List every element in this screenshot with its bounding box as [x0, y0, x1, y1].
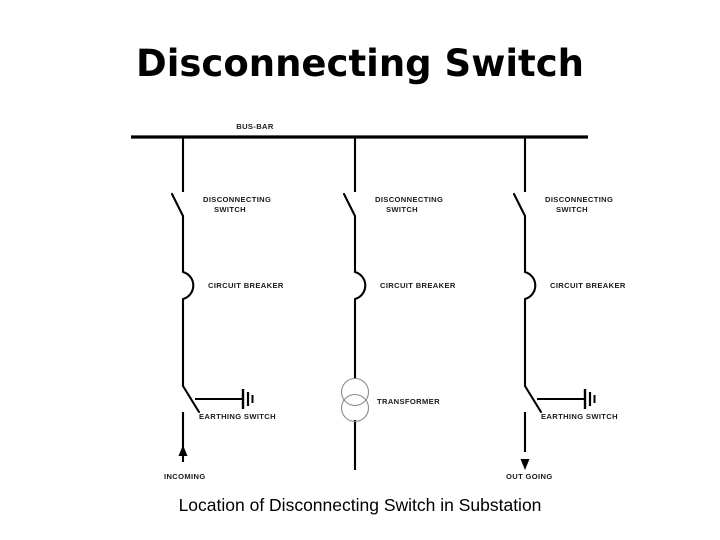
- busbar-group: BUS-BAR: [131, 122, 588, 139]
- branch-incoming: DISCONNECTING SWITCH CIRCUIT BREAKER EAR…: [164, 137, 284, 481]
- branch-transformer-feeder: DISCONNECTING SWITCH CIRCUIT BREAKER TRA…: [340, 137, 456, 470]
- earthing-switch-label: EARTHING SWITCH: [199, 412, 276, 421]
- outgoing-label: OUT GOING: [506, 472, 553, 481]
- circuit-breaker-arc: [181, 270, 195, 301]
- earthing-switch-label: EARTHING SWITCH: [541, 412, 618, 421]
- circuit-breaker-label: CIRCUIT BREAKER: [380, 281, 456, 290]
- disconnecting-switch-blade: [170, 192, 185, 218]
- circuit-breaker-arc: [523, 270, 537, 301]
- ground-icon: [583, 389, 596, 409]
- disconnecting-switch-label-line1: DISCONNECTING: [545, 195, 613, 204]
- outgoing-arrow-icon: [520, 459, 530, 470]
- disconnecting-switch-label-line1: DISCONNECTING: [203, 195, 271, 204]
- busbar-label: BUS-BAR: [236, 122, 274, 131]
- transformer-label: TRANSFORMER: [377, 397, 440, 406]
- transformer-icon: [340, 377, 370, 423]
- ground-icon: [241, 389, 254, 409]
- incoming-arrow-icon: [178, 445, 188, 456]
- branch-outgoing: DISCONNECTING SWITCH CIRCUIT BREAKER EAR…: [506, 137, 626, 481]
- disconnecting-switch-label-line2: SWITCH: [556, 205, 588, 214]
- disconnecting-switch-label-line2: SWITCH: [386, 205, 418, 214]
- circuit-breaker-label: CIRCUIT BREAKER: [208, 281, 284, 290]
- earthing-switch-blade: [523, 384, 543, 414]
- disconnecting-switch-label-line1: DISCONNECTING: [375, 195, 443, 204]
- disconnecting-switch-label-line2: SWITCH: [214, 205, 246, 214]
- disconnecting-switch-blade: [342, 192, 357, 218]
- figure-caption: Location of Disconnecting Switch in Subs…: [178, 495, 542, 515]
- page-title: Disconnecting Switch: [135, 42, 585, 85]
- circuit-breaker-arc: [353, 270, 367, 301]
- disconnecting-switch-blade: [512, 192, 527, 218]
- circuit-breaker-label: CIRCUIT BREAKER: [550, 281, 626, 290]
- incoming-label: INCOMING: [164, 472, 206, 481]
- earthing-switch-blade: [181, 384, 201, 414]
